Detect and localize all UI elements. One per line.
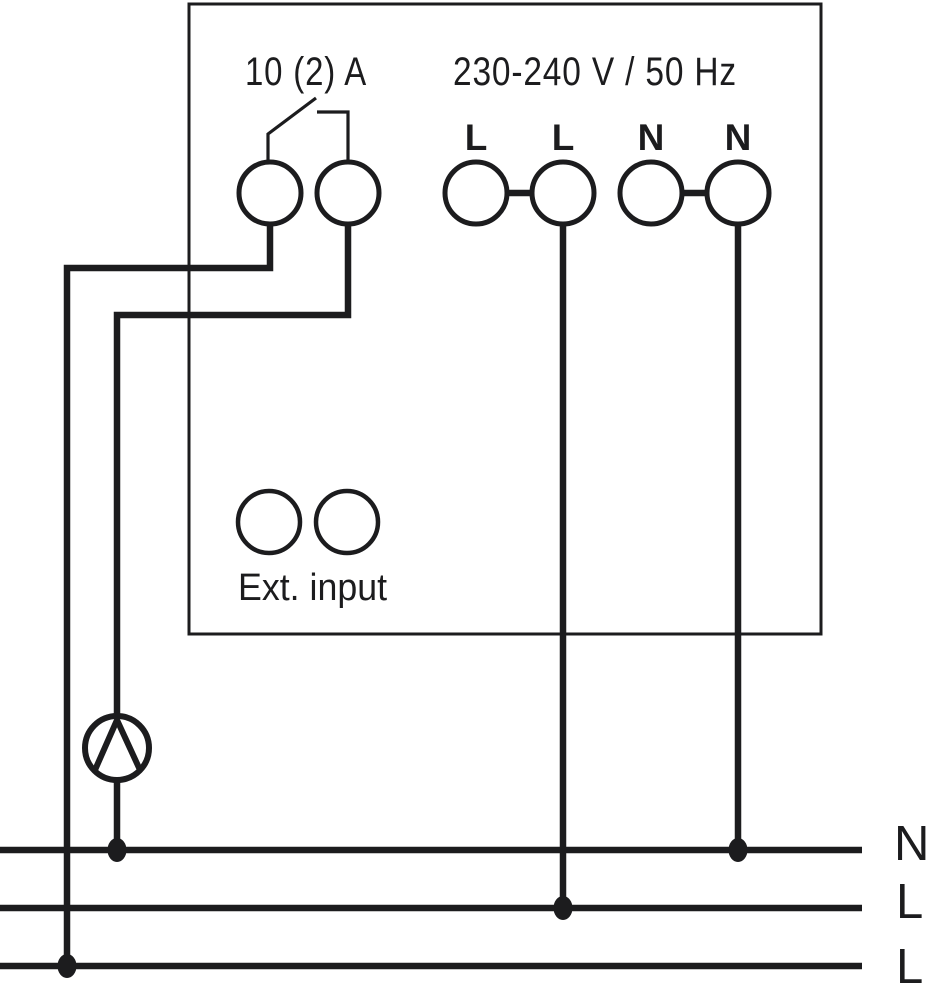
terminal-L1 <box>442 159 510 227</box>
supply-line-label-N: N <box>894 817 926 871</box>
pump-body <box>82 713 152 783</box>
terminal-label-N2: N <box>725 117 752 158</box>
terminal-N1 <box>617 159 685 227</box>
supply-rating-label: 230-240 V / 50 Hz <box>453 50 737 94</box>
supply-line-label-L-bottom: L <box>896 940 923 994</box>
supply-line-label-L-middle: L <box>896 875 923 929</box>
device-outline <box>187 2 823 636</box>
relay-terminal-2 <box>314 159 382 227</box>
terminal-L2 <box>529 159 597 227</box>
junction-dot <box>553 896 573 920</box>
terminal-label-L1: L <box>465 117 488 158</box>
terminal-N2 <box>704 159 772 227</box>
terminal-label-L2: L <box>552 117 575 158</box>
relay-terminal-1 <box>236 159 304 227</box>
pump-impeller <box>92 717 143 773</box>
switch-blade <box>266 96 317 162</box>
switch-contact-icon <box>266 96 350 162</box>
junction-dot <box>728 838 748 862</box>
ext-input-terminal-2 <box>313 488 381 556</box>
relay-rating-label: 10 (2) A <box>245 50 367 94</box>
switch-fixed-contact <box>317 110 350 162</box>
pump-icon <box>82 713 152 783</box>
terminal-label-N1: N <box>638 117 665 158</box>
junction-dot <box>107 838 127 862</box>
ext-input-label: Ext. input <box>238 567 387 609</box>
junction-dot <box>57 954 77 978</box>
ext-input-terminal-1 <box>235 488 303 556</box>
wire-relay-output-to-pump <box>113 223 352 850</box>
wire-relay-feed-to-L <box>63 223 274 966</box>
